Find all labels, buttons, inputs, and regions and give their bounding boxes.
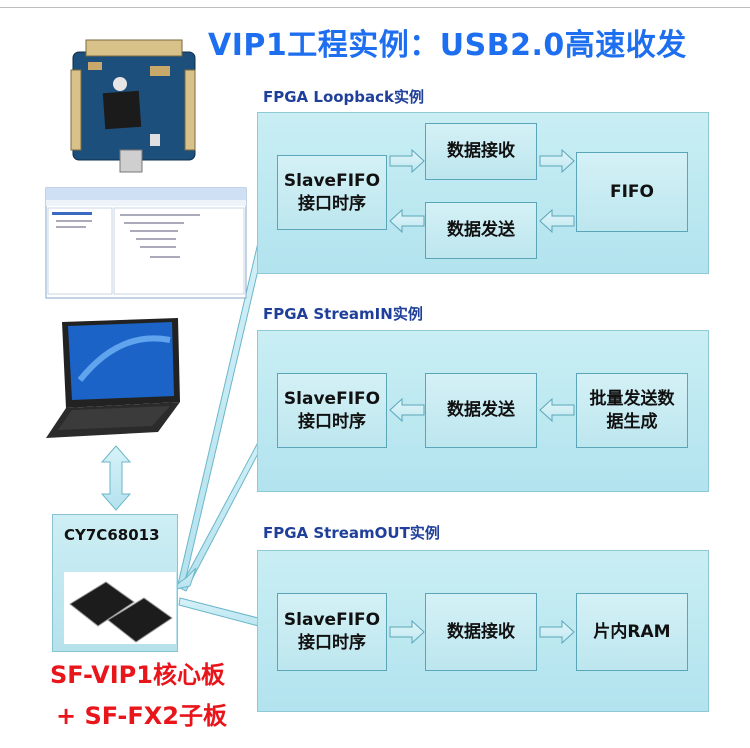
board-caption-line1: SF-VIP1核心板 (50, 661, 225, 689)
section-label-streamin: FPGA StreamIN实例 (263, 305, 423, 323)
node-label: SlaveFIFO (283, 170, 381, 191)
page-title: VIP1工程实例：USB2.0高速收发 (208, 28, 687, 63)
node-label: 接口时序 (298, 633, 366, 653)
arrow-to-chip (170, 567, 197, 591)
chip-name: CY7C68013 (64, 526, 160, 544)
node-label: 批量发送数 (589, 388, 675, 409)
node-streamin-send: 数据发送 (425, 373, 537, 448)
node-label: 数据接收 (447, 621, 515, 642)
node-label: 数据发送 (447, 400, 515, 421)
node-loopback-slavefifo: SlaveFIFO 接口时序 (277, 155, 387, 230)
node-label: 数据发送 (447, 220, 515, 241)
software-window-image (45, 187, 247, 299)
node-streamout-receive: 数据接收 (425, 593, 537, 671)
section-label-streamout: FPGA StreamOUT实例 (263, 524, 440, 542)
node-streamin-slavefifo: SlaveFIFO 接口时序 (277, 373, 387, 448)
node-label: 接口时序 (298, 193, 366, 214)
node-label: SlaveFIFO (283, 388, 381, 409)
section-label-loopback: FPGA Loopback实例 (263, 88, 425, 106)
node-label: 接口时序 (298, 411, 366, 432)
node-label: 据生成 (606, 411, 658, 432)
node-loopback-receive: 数据接收 (425, 123, 537, 180)
top-divider (0, 7, 750, 8)
node-label: FIFO (609, 181, 654, 202)
node-label: 片内RAM (593, 621, 671, 642)
node-streamout-slavefifo: SlaveFIFO 接口时序 (277, 593, 387, 671)
laptop-image (46, 318, 180, 438)
node-label: SlaveFIFO (283, 610, 381, 631)
node-loopback-fifo: FIFO (576, 152, 688, 232)
board-caption-line2: + SF-FX2子板 (56, 702, 227, 730)
node-label: 数据接收 (447, 141, 515, 162)
node-loopback-send: 数据发送 (425, 202, 537, 259)
node-streamout-ram: 片内RAM (576, 593, 688, 671)
board-photo (70, 39, 196, 173)
node-streamin-generate: 批量发送数 据生成 (576, 373, 688, 448)
laptop-chip-arrow (100, 445, 132, 511)
